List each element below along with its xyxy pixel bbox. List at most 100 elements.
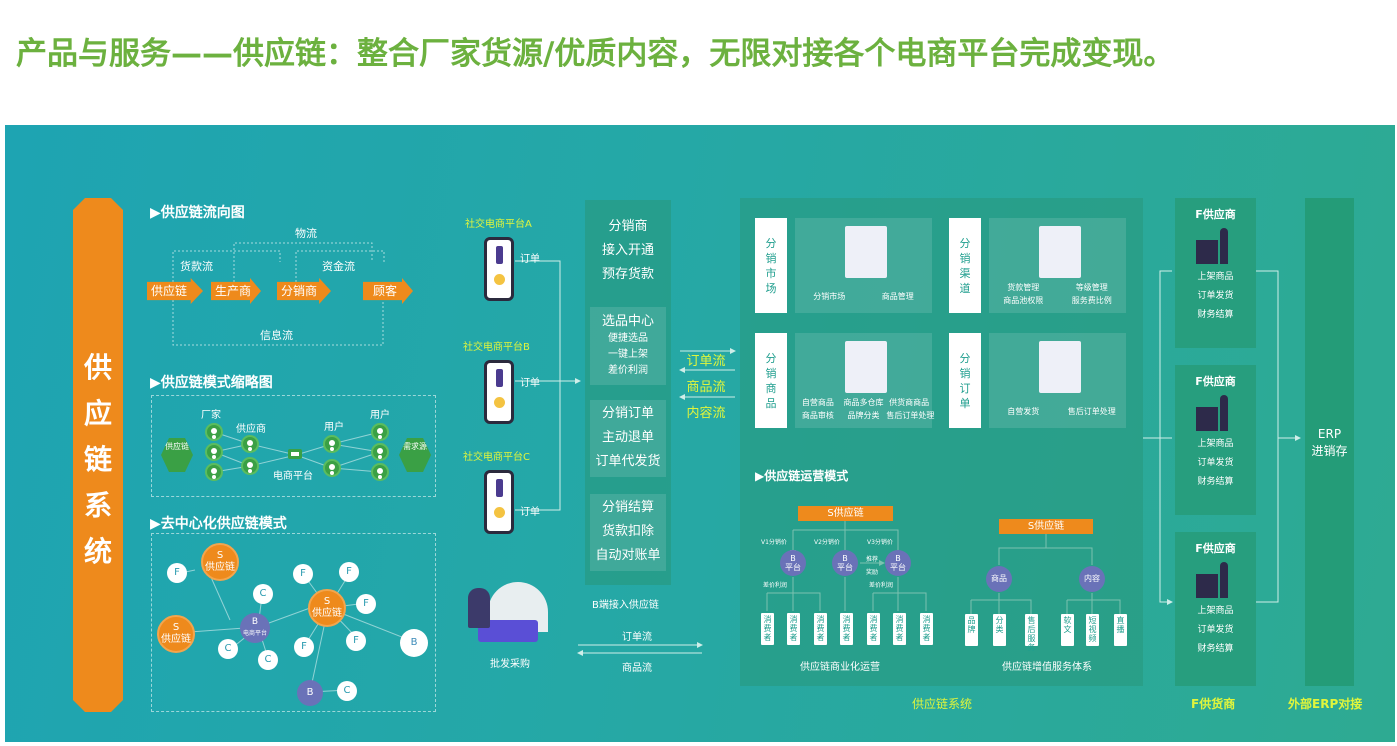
c-node: C	[253, 584, 273, 604]
supplier-card: F供应商上架商品订单发货财务结算	[1175, 365, 1256, 515]
consumer-box: 消费者	[787, 613, 800, 645]
content-leaf: 短视频	[1086, 614, 1099, 646]
card-item: 自营发货	[1007, 407, 1040, 416]
reward-label: 奖励	[866, 569, 879, 576]
block-line: 货款扣除	[601, 524, 654, 539]
f-node: F	[294, 637, 314, 657]
card-item: 品牌分类	[847, 411, 880, 420]
order-label: 订单	[520, 507, 540, 518]
s-sub: 供应链	[312, 608, 342, 619]
middle-block-2: 选品中心 便捷选品一键上架差价利润	[590, 307, 666, 385]
supplier-card: F供应商上架商品订单发货财务结算	[1175, 532, 1256, 686]
card-item: 货款管理	[1007, 283, 1040, 292]
b-node: B	[400, 629, 428, 657]
block-title: 选品中心	[601, 314, 654, 329]
card-item: 供货商商品	[889, 398, 930, 407]
card-item: 商品多仓库	[843, 398, 884, 407]
user-node-icon	[371, 443, 389, 461]
b-label: B	[895, 554, 901, 563]
card-item: 等级管理	[1075, 283, 1108, 292]
card-item: 售后订单处理	[1067, 407, 1116, 416]
supplier-title: F供应商	[1195, 208, 1236, 221]
f-node: F	[167, 563, 187, 583]
logistics-label: 物流	[295, 227, 317, 240]
product-icon	[494, 397, 505, 408]
block-line: 分销商	[608, 219, 648, 234]
c-node: C	[337, 681, 357, 701]
phone-icon	[484, 237, 514, 301]
b-sub: 平台	[785, 563, 801, 572]
s-root-box: S供应链	[798, 506, 893, 521]
order-label: 订单	[520, 254, 540, 265]
system-label: 供应链系统	[912, 697, 973, 711]
consumer-box: 消费者	[814, 613, 827, 645]
consumer-box: 消费者	[920, 613, 933, 645]
supplier-item: 订单发货	[1197, 458, 1234, 468]
product-icon	[494, 507, 505, 518]
flow-node: 供应链	[147, 278, 203, 304]
s-label: S	[323, 596, 331, 607]
goods-stream: 商品流	[686, 380, 726, 395]
factory-label: 厂家	[201, 410, 221, 421]
demand-hex: 需求源	[399, 438, 431, 472]
payment-label: 货款流	[180, 260, 213, 273]
content-node: 内容	[1079, 566, 1105, 592]
goods-leaf: 售后服务	[1025, 614, 1038, 652]
diagram-panel	[5, 125, 1395, 742]
user-node-icon	[371, 423, 389, 441]
b-label: B	[842, 554, 848, 563]
block-line: 接入开通	[601, 243, 654, 258]
consumer-box: 消费者	[761, 613, 774, 645]
recommend-label: 推荐	[866, 556, 879, 563]
user-label: 用户	[324, 422, 344, 433]
supplier-illustration	[1194, 395, 1238, 431]
bottle-icon	[496, 246, 503, 264]
side-bar	[73, 198, 123, 712]
margin-label: 差价利润	[763, 582, 788, 589]
f-node: F	[293, 564, 313, 584]
supplier-item: 上架商品	[1197, 439, 1234, 449]
funds-label: 资金流	[322, 260, 355, 273]
supplier-item: 财务结算	[1197, 644, 1234, 654]
goods-flow-label: 商品流	[622, 663, 652, 674]
supplier-title: F供应商	[1195, 542, 1236, 555]
block-line: 分销结算	[601, 500, 654, 515]
bottle-icon	[496, 479, 503, 497]
phone-icon	[484, 360, 514, 424]
supplier-card: F供应商上架商品订单发货财务结算	[1175, 198, 1256, 348]
person-icon	[1219, 395, 1228, 431]
decentral-heading: ▶去中心化供应链模式	[150, 516, 287, 532]
box-icon	[478, 620, 538, 642]
user-node-icon	[241, 435, 259, 453]
goods-leaf: 品牌	[965, 614, 978, 646]
monitor-icon	[288, 449, 302, 459]
supplier-item: 上架商品	[1197, 606, 1234, 616]
c-node: C	[218, 639, 238, 659]
s-sub: 供应链	[161, 634, 191, 645]
block-line: 订单代发货	[595, 454, 661, 469]
flow-heading: ▶供应链流向图	[150, 205, 245, 221]
supplier-item: 财务结算	[1197, 310, 1234, 320]
boxes-icon	[1195, 407, 1218, 431]
erp-column	[1305, 198, 1354, 686]
info-label: 信息流	[260, 329, 293, 342]
supplier-footer: F供货商	[1191, 697, 1236, 711]
b-label: B	[251, 617, 259, 627]
order-label: 订单	[520, 378, 540, 389]
user-node-icon	[371, 463, 389, 481]
distribution-column	[585, 200, 671, 585]
block-line: 便捷选品	[608, 333, 648, 344]
f-node: F	[339, 562, 359, 582]
erp-line: 进销存	[1311, 444, 1348, 458]
c-node: C	[258, 650, 278, 670]
price-label: V2分销价	[814, 539, 840, 546]
user-label: 用户	[370, 410, 390, 421]
erp-line: ERP	[1317, 427, 1342, 441]
model-box	[151, 395, 436, 497]
user-node-icon	[205, 423, 223, 441]
block-line: 一键上架	[608, 349, 648, 360]
platform-label: 电商平台	[273, 471, 313, 482]
